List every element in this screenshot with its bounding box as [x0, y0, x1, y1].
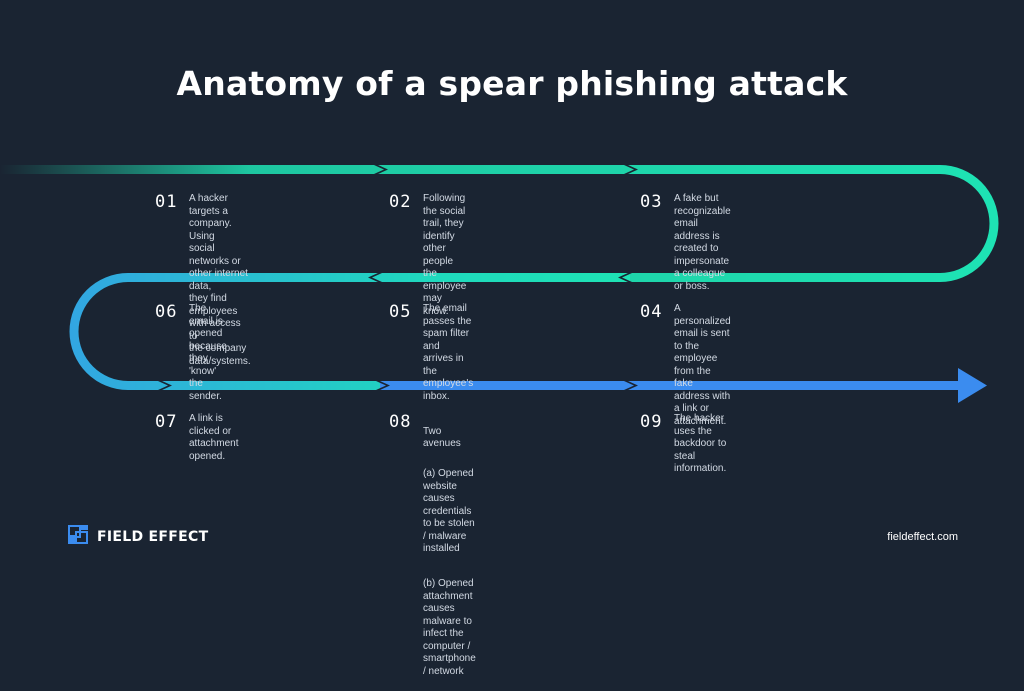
step-text: A personalized email is sent to the empl… [674, 303, 731, 427]
step-number: 09 [640, 412, 663, 432]
chevron-separator [158, 381, 172, 390]
step-text: Following the social trail, they identif… [423, 193, 467, 317]
attack-flow-path [0, 165, 999, 403]
brand: FIELD EFFECT [66, 524, 208, 550]
step-number: 06 [155, 302, 178, 322]
step-number: 04 [640, 302, 663, 322]
step-text-block: Two avenues (a) Opened website causes cr… [423, 413, 476, 691]
step-number: 05 [389, 302, 412, 322]
page-title: Anatomy of a spear phishing attack [176, 64, 848, 103]
chevron-separator [618, 273, 632, 282]
chevron-separator [624, 381, 638, 390]
step-number: 07 [155, 412, 178, 432]
step-number: 03 [640, 192, 663, 212]
chevron-separator [374, 165, 388, 174]
chevron-separator [376, 381, 390, 390]
step-text: A fake but recognizable email address is… [674, 193, 731, 292]
chevron-separator [624, 165, 638, 174]
step-text: A hacker targets a company. Using social… [189, 193, 251, 367]
step-number: 08 [389, 412, 412, 432]
field-effect-logo-icon [66, 522, 92, 553]
step-text: The email is opened because they 'know' … [189, 303, 227, 402]
brand-name: FIELD EFFECT [97, 529, 209, 545]
step-text: Two avenues [423, 425, 461, 450]
step-text: The email passes the spam filter and arr… [423, 303, 474, 402]
step-text: The hacker uses the backdoor to steal in… [674, 413, 727, 474]
chevron-separator [368, 273, 382, 282]
row2-band [69, 273, 631, 390]
step-subtext-b: (b) Opened attachment causes malware to … [423, 578, 476, 677]
step-text: A link is clicked or attachment opened. [189, 413, 239, 462]
step-number: 02 [389, 192, 412, 212]
website-link[interactable]: fieldeffect.com [887, 531, 958, 543]
row3-band [380, 368, 987, 403]
step-subtext-a: (a) Opened website causes credentials to… [423, 468, 475, 554]
row1-band [0, 165, 999, 282]
step-number: 01 [155, 192, 178, 212]
